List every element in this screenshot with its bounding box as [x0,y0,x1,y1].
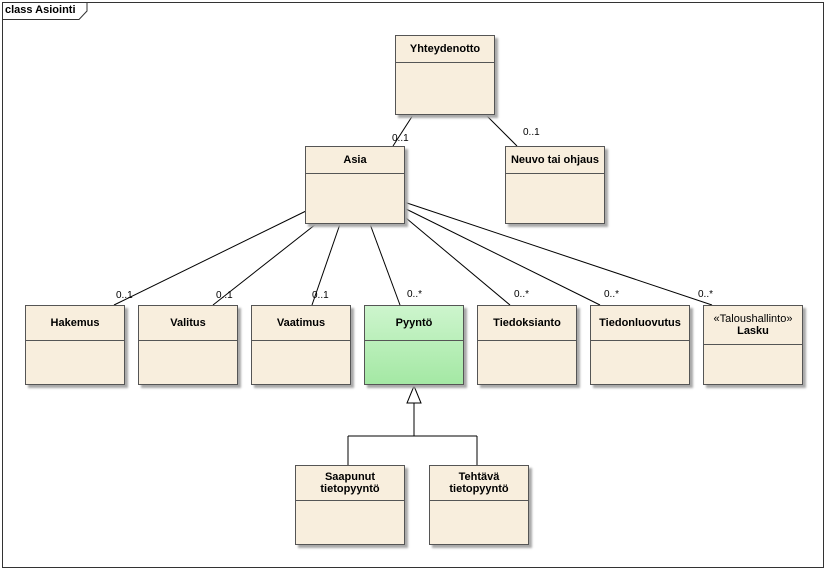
assoc-asia-hakemus [113,210,307,306]
class-tiedonluovutus[interactable]: Tiedonluovutus [590,305,690,385]
assoc-asia-tiedonluovutus [403,207,601,306]
class-hakemus[interactable]: Hakemus [25,305,125,385]
class-lasku-header: «Taloushallinto» Lasku [704,306,802,345]
class-saapunut-tietopyynto[interactable]: Saapunut tietopyyntö [295,465,405,545]
class-pyynto-name: Pyyntö [365,306,463,341]
assoc-asia-lasku [403,201,713,306]
assoc-asia-tiedoksianto [399,212,511,306]
class-asia[interactable]: Asia [305,146,405,224]
assoc-yhteydenotto-neuvo [485,114,518,147]
class-tiedoksianto-name: Tiedoksianto [478,306,576,341]
class-pyynto[interactable]: Pyyntö [364,305,464,385]
class-vaatimus[interactable]: Vaatimus [251,305,351,385]
class-saapunut-name: Saapunut tietopyyntö [296,466,404,501]
mult-neuvo-yhteydenotto: 0..1 [523,127,540,138]
mult-hakemus: 0..1 [116,290,133,301]
class-valitus[interactable]: Valitus [138,305,238,385]
class-tiedonluovutus-name: Tiedonluovutus [591,306,689,341]
mult-lasku: 0..* [698,289,714,300]
class-lasku-name: Lasku [737,325,769,337]
class-neuvo-tai-ohjaus[interactable]: Neuvo tai ohjaus [505,146,605,224]
assoc-asia-valitus [212,223,317,306]
class-tehtava-name: Tehtävä tietopyyntö [430,466,528,501]
class-hakemus-name: Hakemus [26,306,124,341]
class-yhteydenotto-name: Yhteydenotto [396,36,494,63]
frame-tab [2,2,88,20]
mult-tiedoksianto: 0..* [514,289,530,300]
mult-vaatimus: 0..1 [312,290,329,301]
frame-label: class Asiointi [5,4,76,16]
assoc-yhteydenotto-asia [392,114,414,147]
generalization-arrow [406,384,422,404]
class-vaatimus-name: Vaatimus [252,306,350,341]
class-yhteydenotto[interactable]: Yhteydenotto [395,35,495,115]
mult-asia-yhteydenotto: 0..1 [392,133,409,144]
assoc-asia-vaatimus [311,223,341,306]
class-lasku-stereotype: «Taloushallinto» [713,313,793,325]
mult-pyynto: 0..* [407,289,423,300]
assoc-asia-pyynto [369,223,401,306]
class-neuvo-name: Neuvo tai ohjaus [506,147,604,174]
mult-tiedonluovutus: 0..* [604,289,620,300]
class-valitus-name: Valitus [139,306,237,341]
class-tehtava-tietopyynto[interactable]: Tehtävä tietopyyntö [429,465,529,545]
class-tiedoksianto[interactable]: Tiedoksianto [477,305,577,385]
class-lasku[interactable]: «Taloushallinto» Lasku [703,305,803,385]
mult-valitus: 0..1 [216,290,233,301]
class-asia-name: Asia [306,147,404,174]
